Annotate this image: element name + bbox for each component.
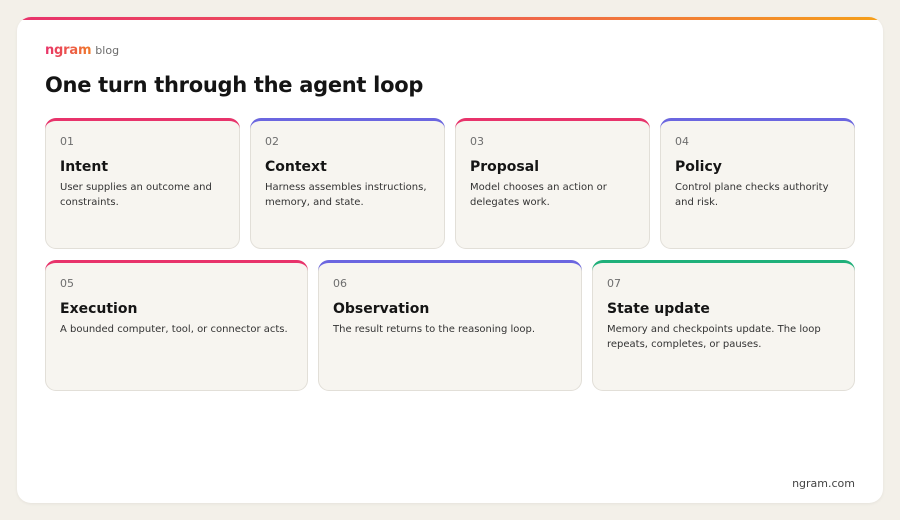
page-title: One turn through the agent loop — [45, 73, 424, 97]
step-card-observation: 06 Observation The result returns to the… — [318, 260, 582, 391]
step-title: State update — [607, 301, 710, 317]
step-card-intent: 01 Intent User supplies an outcome and c… — [45, 118, 240, 249]
step-title: Policy — [675, 159, 722, 175]
step-description: User supplies an outcome and constraints… — [60, 182, 212, 208]
step-description: A bounded computer, tool, or connector a… — [60, 324, 288, 335]
brand-section: blog — [95, 44, 120, 57]
step-number: 04 — [675, 135, 689, 148]
step-number: 02 — [265, 135, 279, 148]
step-title: Observation — [333, 301, 430, 317]
step-description: Model chooses an action or delegates wor… — [470, 182, 607, 208]
step-description: Control plane checks authority and risk. — [675, 182, 829, 208]
step-card-proposal: 03 Proposal Model chooses an action or d… — [455, 118, 650, 249]
step-description: The result returns to the reasoning loop… — [333, 324, 536, 335]
step-number: 03 — [470, 135, 484, 148]
step-number: 01 — [60, 135, 74, 148]
step-number: 06 — [333, 277, 347, 290]
step-card-context: 02 Context Harness assembles instruction… — [250, 118, 445, 249]
step-number: 05 — [60, 277, 74, 290]
brand[interactable]: ngram blog — [45, 43, 119, 58]
step-title: Proposal — [470, 159, 540, 175]
step-title: Intent — [60, 159, 109, 175]
accent-bar — [17, 17, 883, 20]
step-title: Execution — [60, 301, 138, 317]
content-card: ngram blog One turn through the agent lo… — [17, 17, 883, 503]
step-number: 07 — [607, 277, 621, 290]
footer-site-link[interactable]: ngram.com — [792, 477, 855, 490]
step-card-policy: 04 Policy Control plane checks authority… — [660, 118, 855, 249]
brand-logo[interactable]: ngram — [45, 43, 92, 58]
step-card-execution: 05 Execution A bounded computer, tool, o… — [45, 260, 308, 391]
step-description: Memory and checkpoints update. The loop … — [607, 324, 821, 350]
step-card-state-update: 07 State update Memory and checkpoints u… — [592, 260, 855, 391]
step-title: Context — [265, 159, 327, 175]
step-description: Harness assembles instructions, memory, … — [265, 182, 427, 208]
